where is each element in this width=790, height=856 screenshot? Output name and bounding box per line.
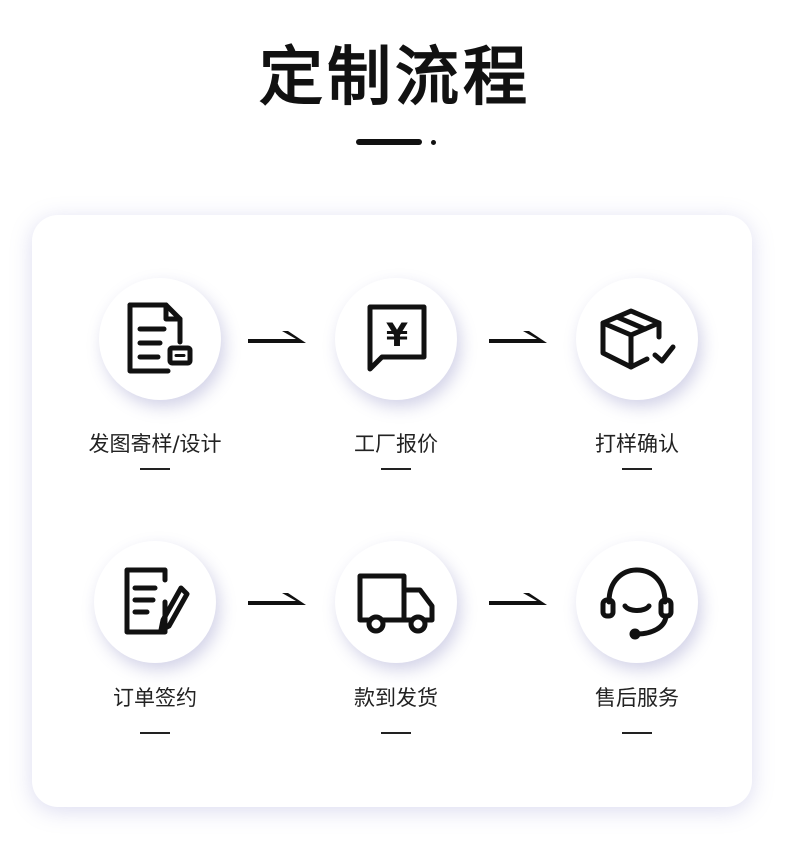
step-5-circle xyxy=(335,541,457,663)
step-label-5: 款到发货 xyxy=(354,686,438,710)
step-label-2: 工厂报价 xyxy=(354,432,438,456)
step-4-circle xyxy=(94,541,216,663)
step-underline-3 xyxy=(622,468,652,470)
arrow-right-1 xyxy=(248,331,306,343)
arrow-right-4 xyxy=(489,593,547,605)
arrow-right-3 xyxy=(248,593,306,605)
step-label-3: 打样确认 xyxy=(595,432,679,456)
step-underline-5 xyxy=(381,732,411,734)
step-6-circle xyxy=(576,541,698,663)
document-with-card-icon xyxy=(127,302,193,374)
page-title: 定制流程 xyxy=(259,41,531,115)
step-1-circle xyxy=(99,278,221,400)
step-2-circle: ¥ xyxy=(335,278,457,400)
headset-icon xyxy=(600,567,674,640)
step-underline-1 xyxy=(140,468,170,470)
step-underline-4 xyxy=(140,732,170,734)
document-pen-icon xyxy=(124,567,190,635)
step-underline-6 xyxy=(622,732,652,734)
yen-glyph: ¥ xyxy=(386,316,408,354)
arrow-right-2 xyxy=(489,331,547,343)
title-dot xyxy=(431,140,436,145)
yen-quote-bubble-icon: ¥ xyxy=(367,304,427,372)
title-underline xyxy=(356,139,422,145)
box-check-icon xyxy=(600,308,676,370)
step-label-1: 发图寄样/设计 xyxy=(88,432,222,456)
delivery-truck-icon xyxy=(357,573,435,634)
step-3-circle xyxy=(576,278,698,400)
step-label-6: 售后服务 xyxy=(595,686,679,710)
step-label-4: 订单签约 xyxy=(113,686,197,710)
step-underline-2 xyxy=(381,468,411,470)
